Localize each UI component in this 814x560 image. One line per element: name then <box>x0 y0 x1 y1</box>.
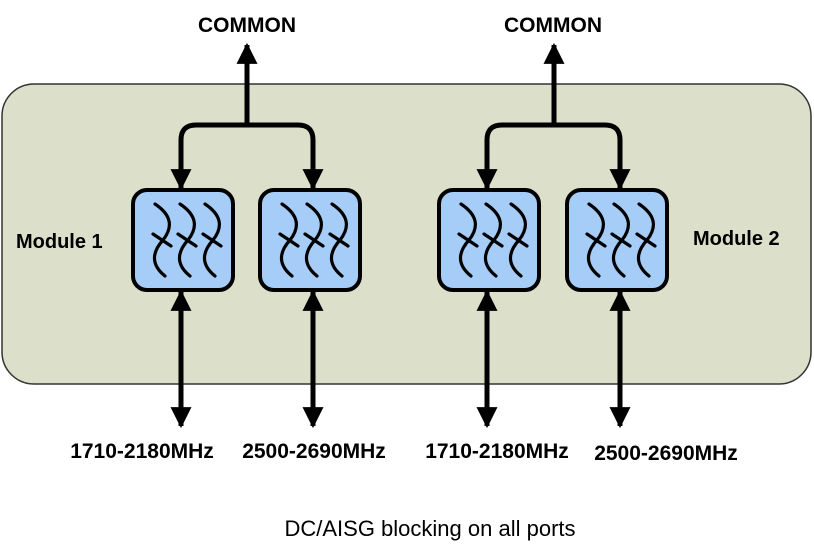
module-1-filter-2 <box>258 188 362 292</box>
module-1-port-1-label: 1710-2180MHz <box>70 440 214 463</box>
module-2-port-2-label: 2500-2690MHz <box>594 442 738 465</box>
bandpass-filter-icon <box>151 202 223 278</box>
bandpass-filter-icon <box>278 202 350 278</box>
module-2-port-1-label: 1710-2180MHz <box>425 440 569 463</box>
module-2-filter-1 <box>437 188 541 292</box>
bandpass-filter-icon <box>585 202 657 278</box>
enclosure-box <box>1 83 812 385</box>
module-1-common-connection <box>170 42 324 191</box>
module-2-common-connection <box>476 42 631 191</box>
module-2-filter-2 <box>565 188 669 292</box>
module-1-label: Module 1 <box>16 231 103 253</box>
module-1-filter-1 <box>131 188 235 292</box>
bandpass-filter-icon <box>457 202 529 278</box>
module-2-common-label: COMMON <box>504 14 602 37</box>
module-1-port-2-label: 2500-2690MHz <box>242 440 386 463</box>
footer-note: DC/AISG blocking on all ports <box>284 516 575 541</box>
module-1-common-label: COMMON <box>198 14 296 37</box>
module-2-label: Module 2 <box>693 228 780 250</box>
